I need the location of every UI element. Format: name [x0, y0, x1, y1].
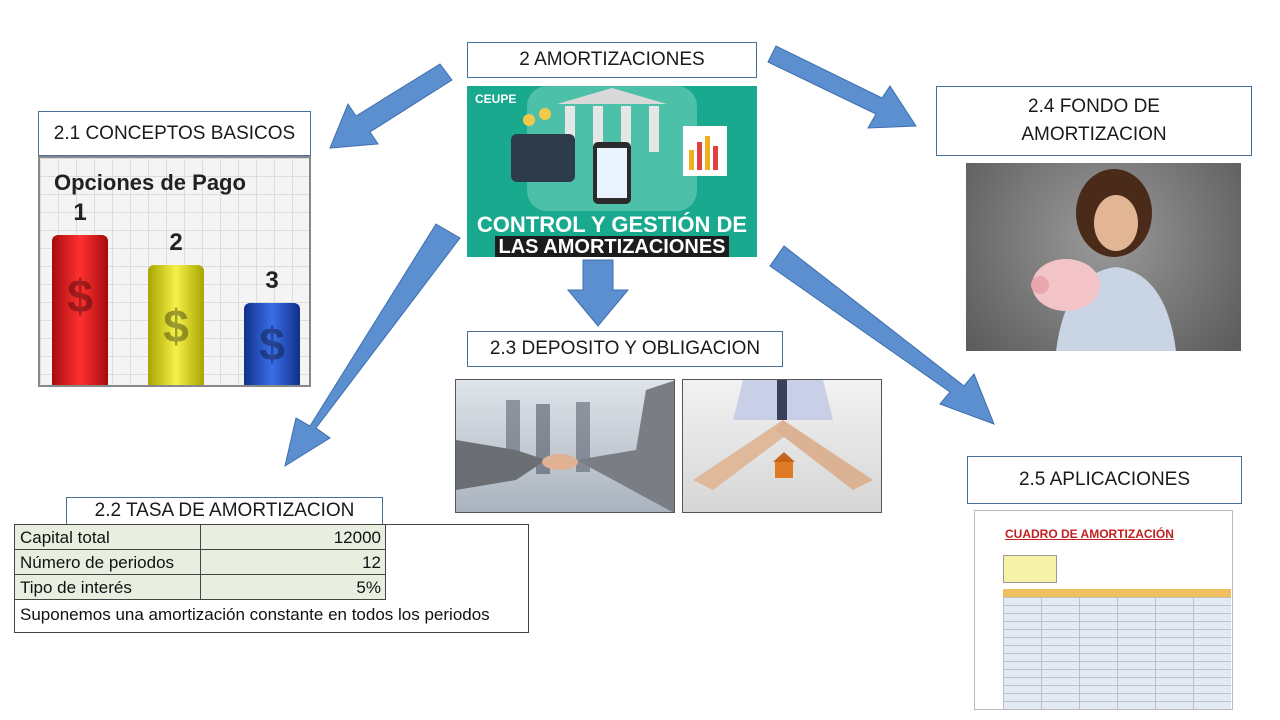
node-2-3-label: 2.3 DEPOSITO Y OBLIGACION — [489, 338, 761, 360]
handshake-photo — [455, 379, 675, 513]
table-cell-label: Tipo de interés — [15, 575, 201, 600]
table-cell-value: 12000 — [201, 525, 386, 550]
dollar-icon: $ — [163, 300, 189, 352]
table-row: Número de periodos 12 — [15, 550, 386, 575]
table-note: Suponemos una amortización constante en … — [20, 605, 490, 624]
amortization-params-table: Capital total 12000 Número de periodos 1… — [14, 524, 529, 633]
table-cell-label: Capital total — [15, 525, 201, 550]
ceupe-logo: CEUPE — [475, 92, 517, 106]
center-title: 2 AMORTIZACIONES — [519, 49, 705, 71]
ceupe-banner-image: CEUPE CONTROL Y GESTIÓN DE LAS AMORTIZAC… — [467, 86, 757, 257]
node-2-3-box: 2.3 DEPOSITO Y OBLIGACION — [467, 331, 783, 367]
arrow-to-2-4 — [767, 45, 917, 129]
bank-illustration — [511, 86, 727, 211]
spreadsheet-params-block — [1003, 555, 1057, 583]
ceupe-headline-1: CONTROL Y GESTIÓN DE — [476, 212, 748, 237]
node-2-1-box: 2.1 CONCEPTOS BASICOS — [38, 111, 311, 156]
piggy-bank-photo — [966, 163, 1241, 351]
ceupe-headline-2: LAS AMORTIZACIONES — [495, 236, 729, 257]
payment-bar-2-label: 2 — [169, 229, 183, 256]
payment-bar-1-label: 1 — [73, 199, 87, 226]
payment-bar-1: 1 $ — [52, 199, 108, 385]
woman-with-piggy-bank-illustration — [1031, 169, 1176, 351]
hands-over-house-illustration — [693, 380, 873, 490]
arrow-to-2-3 — [566, 259, 630, 327]
house-protection-photo — [682, 379, 882, 513]
node-2-2-box: 2.2 TASA DE AMORTIZACION — [66, 497, 383, 525]
table-row: Capital total 12000 — [15, 525, 386, 550]
node-2-4-label-line1: 2.4 FONDO DE — [1028, 96, 1160, 118]
arrow-to-2-1 — [329, 63, 453, 149]
payment-bar-2: 2 $ — [148, 229, 204, 385]
node-2-1-label: 2.1 CONCEPTOS BASICOS — [53, 122, 296, 144]
node-2-4-box: 2.4 FONDO DE AMORTIZACION — [936, 86, 1252, 156]
spreadsheet-header-row — [1003, 589, 1231, 597]
arrow-to-2-2 — [284, 223, 461, 468]
center-title-box: 2 AMORTIZACIONES — [467, 42, 757, 78]
node-2-5-box: 2.5 APLICACIONES — [967, 456, 1242, 504]
amortization-schedule-spreadsheet: CUADRO DE AMORTIZACIÓN — [974, 510, 1233, 710]
spreadsheet-title: CUADRO DE AMORTIZACIÓN — [1005, 527, 1174, 541]
dollar-icon: $ — [259, 318, 285, 370]
node-2-4-label-line2: AMORTIZACION — [1021, 124, 1167, 145]
table-cell-label: Número de periodos — [15, 550, 201, 575]
payment-bar-3: 3 $ — [244, 267, 300, 385]
table-cell-value: 5% — [201, 575, 386, 600]
node-2-5-label: 2.5 APLICACIONES — [1018, 469, 1191, 491]
dollar-icon: $ — [67, 270, 93, 322]
payment-bar-3-label: 3 — [265, 267, 279, 294]
table-cell-value: 12 — [201, 550, 386, 575]
handshake-illustration — [456, 380, 674, 512]
table-row: Tipo de interés 5% — [15, 575, 386, 600]
arrow-to-2-5 — [769, 245, 995, 425]
payment-options-image: Opciones de Pago 1 $ 2 $ 3 $ — [38, 156, 311, 387]
node-2-2-label: 2.2 TASA DE AMORTIZACION — [94, 500, 355, 522]
payment-options-title: Opciones de Pago — [54, 170, 246, 195]
spreadsheet-grid — [1003, 597, 1231, 709]
